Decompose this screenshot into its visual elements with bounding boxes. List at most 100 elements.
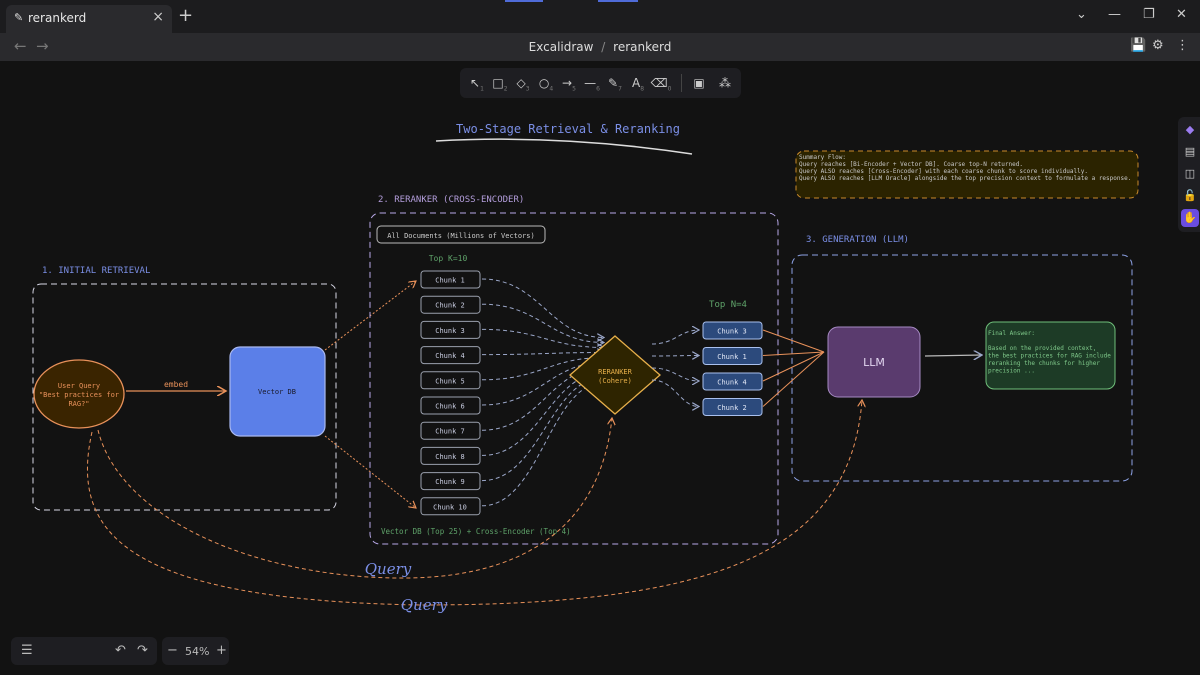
- back-arrow-icon[interactable]: ←: [14, 37, 27, 55]
- chunk-to-reranker-arrow[interactable]: [481, 303, 604, 342]
- redo-icon[interactable]: ↷: [137, 643, 148, 658]
- section-generation-label[interactable]: 3. GENERATION (LLM): [806, 235, 909, 245]
- reranked-chunk-box[interactable]: [702, 372, 763, 391]
- query-curve-reranker[interactable]: [97, 418, 612, 579]
- chunk-to-llm-arrow[interactable]: [762, 351, 825, 356]
- eraser-tool-icon[interactable]: ⌫0: [650, 76, 672, 93]
- chunk-to-reranker-arrow[interactable]: [481, 328, 604, 347]
- reranker-frame[interactable]: [369, 212, 779, 545]
- close-tab-icon[interactable]: ×: [152, 9, 164, 25]
- summary-line-3: Query ALSO reaches [Cross-Encoder] with …: [799, 168, 1088, 175]
- reranker-line-1: RERANKER: [598, 368, 633, 376]
- chunk-box[interactable]: [420, 346, 481, 365]
- llm-node[interactable]: [827, 326, 921, 398]
- chunk-to-reranker-arrow[interactable]: [481, 278, 604, 338]
- section-reranker-label[interactable]: 2. RERANKER (CROSS-ENCODER): [378, 195, 524, 205]
- reranked-chunk-box[interactable]: [702, 347, 763, 365]
- new-tab-icon[interactable]: +: [178, 5, 194, 26]
- zoom-level[interactable]: 54%: [185, 645, 210, 658]
- reranker-line-2: (Cohere): [598, 377, 632, 385]
- browser-tab[interactable]: ✎ rerankerd ×: [6, 5, 172, 33]
- chunk-box[interactable]: [420, 295, 481, 314]
- chevron-down-icon[interactable]: ⌄: [1076, 7, 1087, 22]
- chunk-to-reranker-arrow[interactable]: [481, 353, 604, 355]
- llm-label: LLM: [863, 356, 885, 369]
- reranker-to-chunk-arrow[interactable]: [651, 379, 699, 407]
- draw-tool-icon[interactable]: ✎7: [608, 76, 622, 93]
- vector-db-to-bottom-arrow[interactable]: [324, 435, 416, 508]
- hamburger-menu-icon[interactable]: ☰: [21, 643, 33, 658]
- chunk-box[interactable]: [420, 421, 481, 440]
- chunk-label: Chunk 7: [435, 428, 465, 436]
- chunk-to-llm-arrow[interactable]: [762, 351, 825, 382]
- forward-arrow-icon[interactable]: →: [36, 37, 49, 55]
- chunk-box[interactable]: [420, 472, 481, 491]
- hand-tool-icon[interactable]: ✋: [1181, 209, 1199, 227]
- chunk-to-reranker-arrow[interactable]: [481, 383, 604, 507]
- minimize-icon[interactable]: —: [1108, 7, 1121, 22]
- breadcrumb-file[interactable]: rerankerd: [613, 40, 672, 54]
- diagram-title[interactable]: Two-Stage Retrieval & Reranking: [456, 122, 680, 136]
- vector-db-node[interactable]: [229, 346, 326, 437]
- zoom-in-button[interactable]: +: [216, 643, 227, 658]
- chunk-to-llm-arrow[interactable]: [762, 329, 825, 353]
- save-icon[interactable]: 💾: [1130, 38, 1147, 53]
- query-curve-llm[interactable]: [86, 400, 862, 606]
- library-icon[interactable]: ◆: [1185, 123, 1195, 136]
- query-label-reranker[interactable]: Query: [365, 560, 412, 578]
- reranker-to-chunk-arrow[interactable]: [651, 356, 699, 357]
- text-tool-icon[interactable]: A8: [631, 76, 645, 93]
- generation-frame[interactable]: [791, 254, 1133, 482]
- reranked-chunk-box[interactable]: [702, 398, 763, 416]
- diamond-tool-icon[interactable]: ◇3: [516, 76, 530, 93]
- breadcrumb-app[interactable]: Excalidraw: [528, 40, 594, 54]
- chunk-box[interactable]: [420, 320, 481, 339]
- restore-icon[interactable]: ❐: [1143, 7, 1155, 22]
- chunk-label: Chunk 3: [435, 327, 465, 335]
- chunk-box[interactable]: [420, 371, 481, 390]
- reranked-chunk-label: Chunk 1: [717, 353, 747, 361]
- reranker-to-chunk-arrow[interactable]: [651, 330, 699, 345]
- initial-retrieval-frame[interactable]: [32, 283, 337, 511]
- document-icon[interactable]: ▤: [1184, 145, 1196, 158]
- lock-icon[interactable]: 🔓: [1183, 189, 1197, 202]
- chunk-to-reranker-arrow[interactable]: [481, 378, 604, 482]
- reranker-to-chunk-arrow[interactable]: [651, 367, 699, 381]
- reranked-chunk-label: Chunk 4: [717, 379, 747, 387]
- all-documents-label: All Documents (Millions of Vectors): [387, 232, 535, 240]
- settings-icon[interactable]: ⚙: [1152, 38, 1164, 53]
- selection-tool-icon[interactable]: ↖1: [470, 76, 484, 93]
- llm-to-answer-arrow[interactable]: [924, 355, 982, 356]
- section-initial-retrieval-label[interactable]: 1. INITIAL RETRIEVAL: [42, 266, 150, 276]
- more-tools-icon[interactable]: ⁂: [719, 76, 731, 90]
- chunk-to-llm-arrow[interactable]: [762, 351, 825, 407]
- reranked-chunk-box[interactable]: [702, 321, 763, 340]
- rectangle-tool-icon[interactable]: □2: [492, 76, 508, 93]
- ellipse-tool-icon[interactable]: ○4: [538, 76, 554, 93]
- chunk-to-reranker-arrow[interactable]: [481, 368, 604, 431]
- user-query-node[interactable]: [33, 359, 125, 429]
- reranker-node[interactable]: [569, 335, 661, 415]
- undo-icon[interactable]: ↶: [115, 643, 126, 658]
- chunk-box[interactable]: [420, 446, 481, 465]
- more-options-icon[interactable]: ⋮: [1176, 38, 1189, 53]
- user-query-line-2: "Best practices for: [39, 391, 119, 399]
- chunk-box[interactable]: [420, 497, 481, 516]
- line-tool-icon[interactable]: —6: [584, 76, 600, 93]
- chunk-box[interactable]: [420, 270, 481, 289]
- all-documents-node[interactable]: [376, 225, 546, 244]
- chunk-box[interactable]: [420, 396, 481, 415]
- arrow-tool-icon[interactable]: →5: [562, 76, 576, 93]
- query-label-llm[interactable]: Query: [401, 596, 448, 614]
- final-answer-node[interactable]: [985, 321, 1116, 390]
- tab-title: rerankerd: [28, 11, 87, 25]
- title-underline: [435, 138, 693, 155]
- panel-icon[interactable]: ◫: [1184, 167, 1196, 180]
- summary-box[interactable]: [795, 150, 1139, 199]
- chunk-to-reranker-arrow[interactable]: [481, 358, 604, 381]
- final-answer-line: Based on the provided context,: [988, 345, 1096, 352]
- close-window-icon[interactable]: ✕: [1176, 7, 1187, 22]
- zoom-out-button[interactable]: −: [167, 643, 178, 658]
- image-tool-icon[interactable]: ▣: [693, 76, 705, 90]
